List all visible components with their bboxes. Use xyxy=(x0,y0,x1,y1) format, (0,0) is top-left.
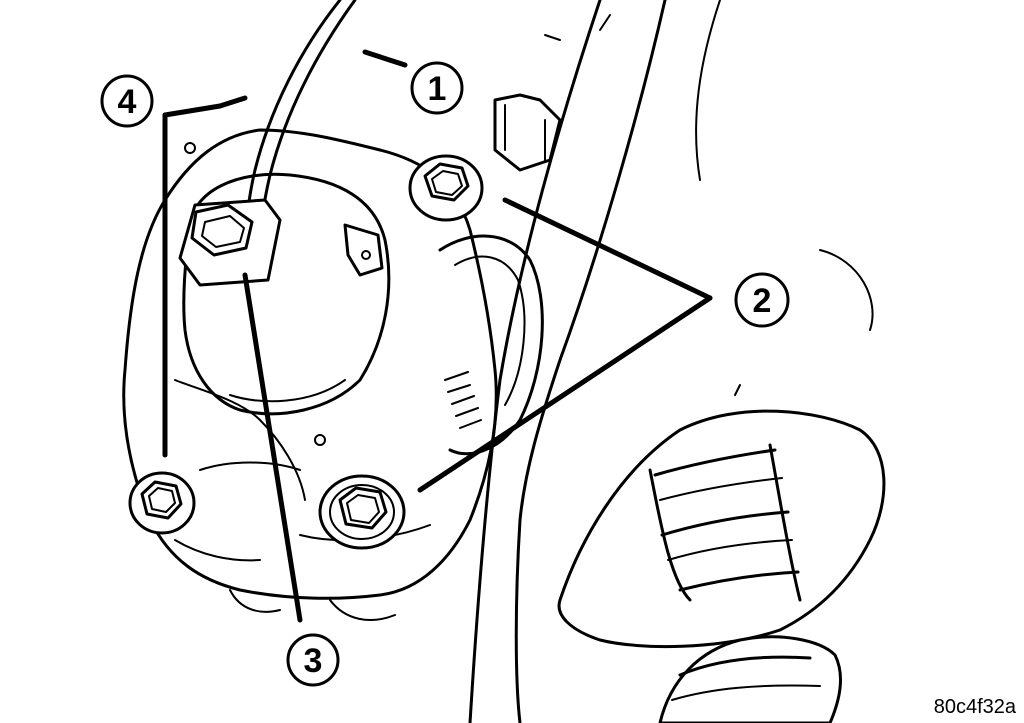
mounting-bolt-lower xyxy=(318,474,406,550)
mounting-bolt-upper xyxy=(408,154,484,222)
callout-1-number: 1 xyxy=(428,70,447,108)
figure-id-label: 80c4f32a xyxy=(934,696,1017,718)
callout-3: 3 xyxy=(286,633,340,687)
sensor-mounting-bolt xyxy=(178,198,282,287)
callout-4-number: 4 xyxy=(118,83,137,121)
callout-4: 4 xyxy=(100,74,154,128)
callout-2: 2 xyxy=(734,272,790,328)
leader-lines xyxy=(162,49,713,623)
callout-3-number: 3 xyxy=(304,642,323,680)
callout-2-number: 2 xyxy=(753,282,772,320)
housing-assembly xyxy=(122,128,544,621)
callout-1-circle xyxy=(410,61,464,115)
background-linework xyxy=(468,0,874,723)
callout-4-circle xyxy=(100,74,154,128)
callout-3-circle xyxy=(286,633,340,687)
callout-1: 1 xyxy=(410,61,464,115)
mounting-bolt-left xyxy=(128,471,196,535)
callout-2-circle xyxy=(734,272,790,328)
axle-boot xyxy=(557,409,886,723)
